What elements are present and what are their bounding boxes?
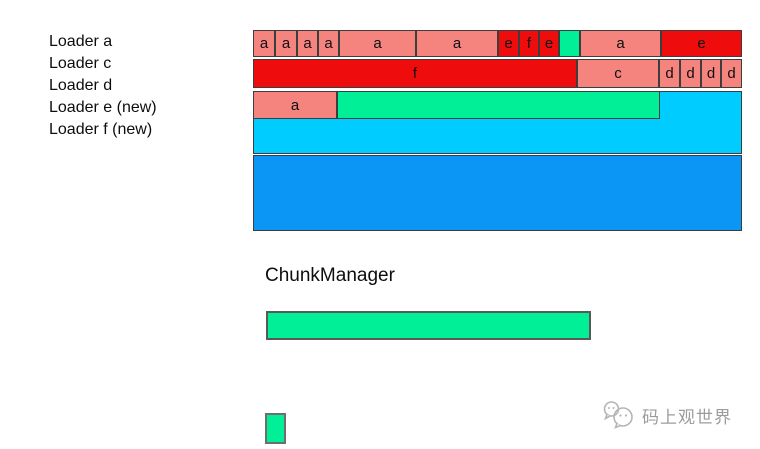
chunk-c: c <box>577 59 659 88</box>
blue-bar <box>253 155 742 231</box>
loader-label-c: Loader c <box>49 55 112 72</box>
watermark-text: 码上观世界 <box>642 407 732 427</box>
chunk-manager-bar <box>266 311 591 340</box>
chunk-a: a <box>318 30 339 57</box>
loader-label-f-new: Loader f (new) <box>49 121 153 138</box>
watermark: 码上观世界 <box>601 400 732 430</box>
chunk-a: a <box>253 91 337 119</box>
chunk-a: a <box>339 30 416 57</box>
chunk-unlabeled <box>337 91 660 119</box>
loader-label-d: Loader d <box>49 77 113 94</box>
chunk-f: f <box>253 59 577 88</box>
chunk-row-overlay: a <box>253 91 741 119</box>
loader-label-e-new: Loader e (new) <box>49 99 157 116</box>
chunk-a: a <box>253 30 275 57</box>
loader-labels: Loader a Loader c Loader d Loader e (new… <box>49 31 157 141</box>
chunk-d: d <box>659 59 680 88</box>
chunk-d: d <box>721 59 742 88</box>
chat-bubbles-icon <box>603 401 633 429</box>
chunk-e: e <box>661 30 742 57</box>
chunk-e: e <box>498 30 519 57</box>
cyan-band: a <box>253 91 742 154</box>
chunk-d: d <box>701 59 721 88</box>
loader-label-a: Loader a <box>49 33 113 50</box>
chunk-f: f <box>519 30 539 57</box>
chunk-manager-small-bar <box>265 413 286 444</box>
chunk-a: a <box>416 30 498 57</box>
chunk-a: a <box>580 30 661 57</box>
chunk-e: e <box>539 30 559 57</box>
chunk-manager-title: ChunkManager <box>265 265 395 286</box>
chunk-a: a <box>297 30 318 57</box>
chunk-d: d <box>680 59 701 88</box>
chunk-a: a <box>275 30 297 57</box>
chunk-unlabeled <box>559 30 580 57</box>
